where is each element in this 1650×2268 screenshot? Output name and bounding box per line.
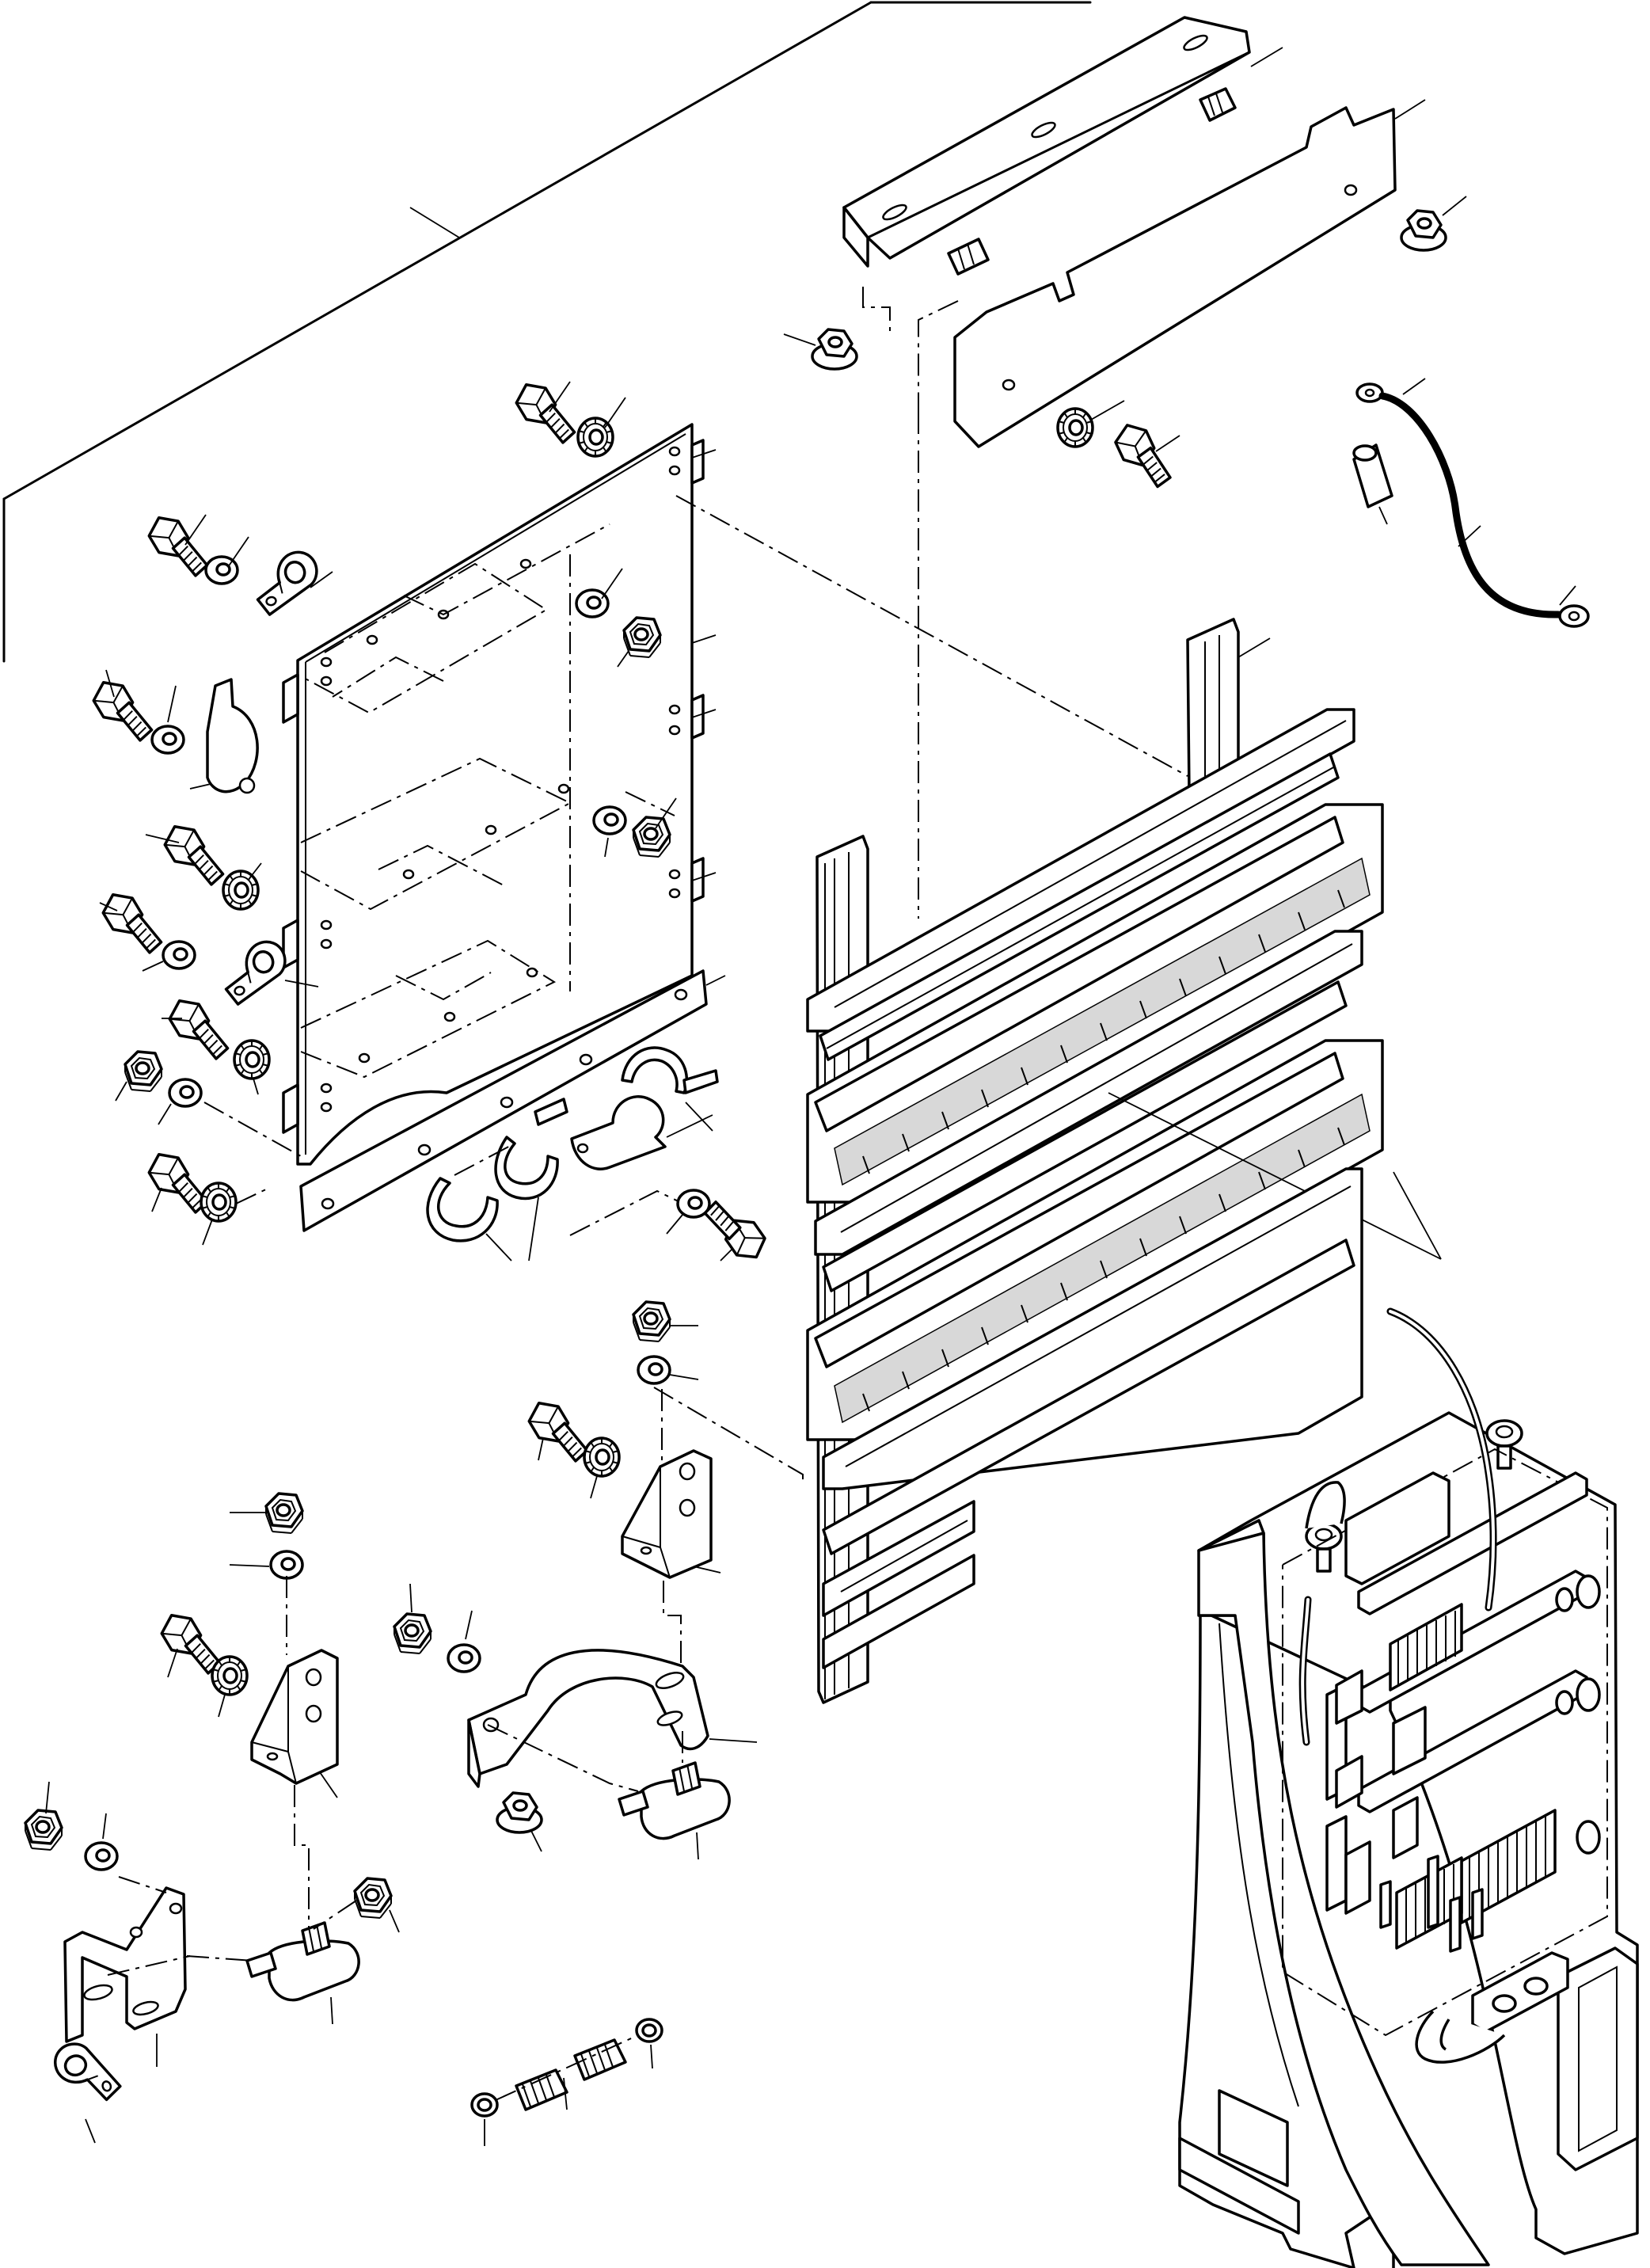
washer-left-lower bbox=[269, 1550, 304, 1580]
lock-washer-left-lower bbox=[211, 1655, 249, 1696]
z-bracket-center bbox=[467, 1649, 758, 1788]
pipe-clamp-open-2 bbox=[494, 1098, 568, 1261]
bolt-4 bbox=[94, 888, 174, 957]
angle-bracket-left bbox=[250, 1649, 339, 1798]
pipe-clamp-lower-left bbox=[48, 2031, 125, 2114]
nut-lower-mid bbox=[353, 1877, 393, 1920]
standoff-lower-left bbox=[245, 1921, 360, 2025]
stud-upper bbox=[1199, 87, 1237, 122]
washer-plate-right bbox=[575, 588, 610, 618]
standoff-center bbox=[618, 1761, 731, 1860]
washer-lower-left bbox=[84, 1841, 119, 1871]
pipe-clamp-2 bbox=[215, 936, 295, 1008]
terminal-blocks-top bbox=[1389, 1603, 1463, 1691]
spacer-springs bbox=[470, 2018, 663, 2146]
plate-dash-lines bbox=[300, 495, 1188, 1079]
lock-washer-5 bbox=[233, 1039, 271, 1080]
pipe-clamp-open-1 bbox=[426, 1177, 512, 1261]
nut-plate-mid bbox=[632, 816, 671, 858]
cable-sleeve bbox=[1352, 443, 1393, 525]
assembled-cabinet bbox=[1178, 1307, 1639, 2268]
clamp-plate bbox=[953, 99, 1426, 448]
din-rail-3 bbox=[822, 1167, 1363, 1555]
nut-center-lower bbox=[393, 1612, 432, 1655]
bolt-bracket bbox=[1105, 419, 1186, 492]
pipe-clamp-open-4 bbox=[621, 1046, 719, 1132]
lifting-eye-right bbox=[1485, 1419, 1523, 1470]
nut-bracket-mid bbox=[632, 1300, 671, 1343]
lock-washer-7 bbox=[200, 1182, 238, 1223]
duct-2-slots bbox=[862, 1127, 1345, 1412]
bolt-5 bbox=[161, 994, 241, 1063]
relays-left bbox=[1335, 1669, 1427, 1915]
flange-nut-center bbox=[496, 1791, 543, 1834]
din-rail-4 bbox=[822, 1500, 975, 1669]
washer-bracket-mid bbox=[637, 1355, 671, 1385]
ground-strap bbox=[189, 678, 259, 794]
flange-nut-left bbox=[811, 328, 858, 371]
duct-1-slots bbox=[862, 889, 1345, 1174]
din-rail-2 bbox=[814, 930, 1363, 1292]
cable-glands bbox=[1415, 1951, 1569, 2064]
washer-6 bbox=[168, 1078, 203, 1108]
bolt-2 bbox=[85, 675, 165, 744]
flange-nut-right bbox=[1400, 209, 1447, 252]
pipe-clamp-open-3 bbox=[570, 1095, 713, 1170]
ground-cable bbox=[1355, 378, 1590, 628]
washer-2 bbox=[150, 725, 185, 755]
lock-washer-bracket bbox=[1056, 407, 1094, 448]
top-mounting-bracket bbox=[842, 16, 1283, 268]
cabinet-posts bbox=[1379, 1855, 1484, 1953]
cabinet-right-fasteners bbox=[1555, 1574, 1601, 1855]
washer-plate-mid bbox=[592, 805, 627, 835]
z-bracket-left bbox=[63, 1886, 187, 2067]
outline-frame-lines bbox=[2, 1, 1092, 663]
clamp-bar bbox=[299, 969, 726, 1232]
plate-holes bbox=[320, 446, 681, 1113]
pipe-clamp-1 bbox=[247, 546, 326, 618]
lifting-eye-left bbox=[1305, 1522, 1343, 1573]
bolt-top-plate bbox=[508, 378, 587, 447]
cable-duct-1 bbox=[806, 803, 1384, 1204]
washer-center-lower bbox=[447, 1643, 481, 1673]
stud-lower bbox=[947, 238, 990, 276]
washer-4 bbox=[162, 940, 196, 970]
lock-washer-bracket-mid bbox=[583, 1437, 621, 1478]
nut-6 bbox=[124, 1050, 163, 1093]
nut-lower-left bbox=[24, 1809, 63, 1851]
bolt-3 bbox=[156, 820, 236, 889]
nut-left-lower bbox=[264, 1492, 304, 1535]
lock-washer-3 bbox=[222, 870, 260, 911]
din-rail-1 bbox=[806, 708, 1355, 1061]
angle-bracket-mid bbox=[621, 1449, 721, 1579]
nut-plate-right bbox=[622, 616, 662, 659]
cable-duct-2 bbox=[806, 1039, 1442, 1441]
